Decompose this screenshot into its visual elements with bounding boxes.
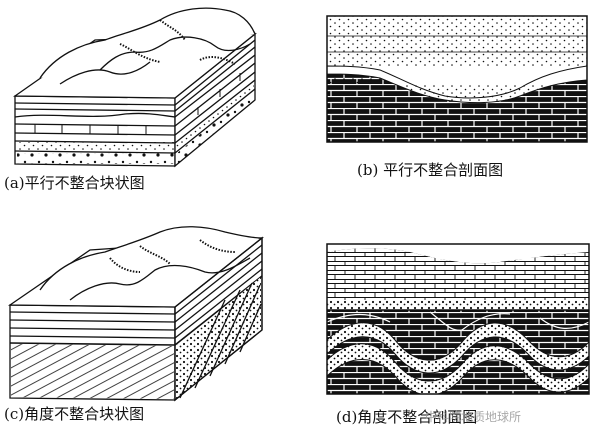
- caption-d: (d)角度不整合剖面图: [336, 408, 478, 426]
- cross-section-d: [327, 244, 589, 394]
- block-diagram-a: [12, 7, 257, 168]
- section-frame-b: [326, 15, 588, 143]
- cross-section-b: [327, 16, 587, 142]
- section-frame-d: [326, 243, 590, 395]
- block-diagram-c: [7, 226, 265, 402]
- caption-c: (c)角度不整合块状图: [4, 405, 145, 423]
- watermark: 中科院地质地球所: [425, 410, 522, 424]
- caption-b: (b) 平行不整合剖面图: [357, 161, 504, 179]
- caption-a: (a)平行不整合块状图: [4, 174, 145, 192]
